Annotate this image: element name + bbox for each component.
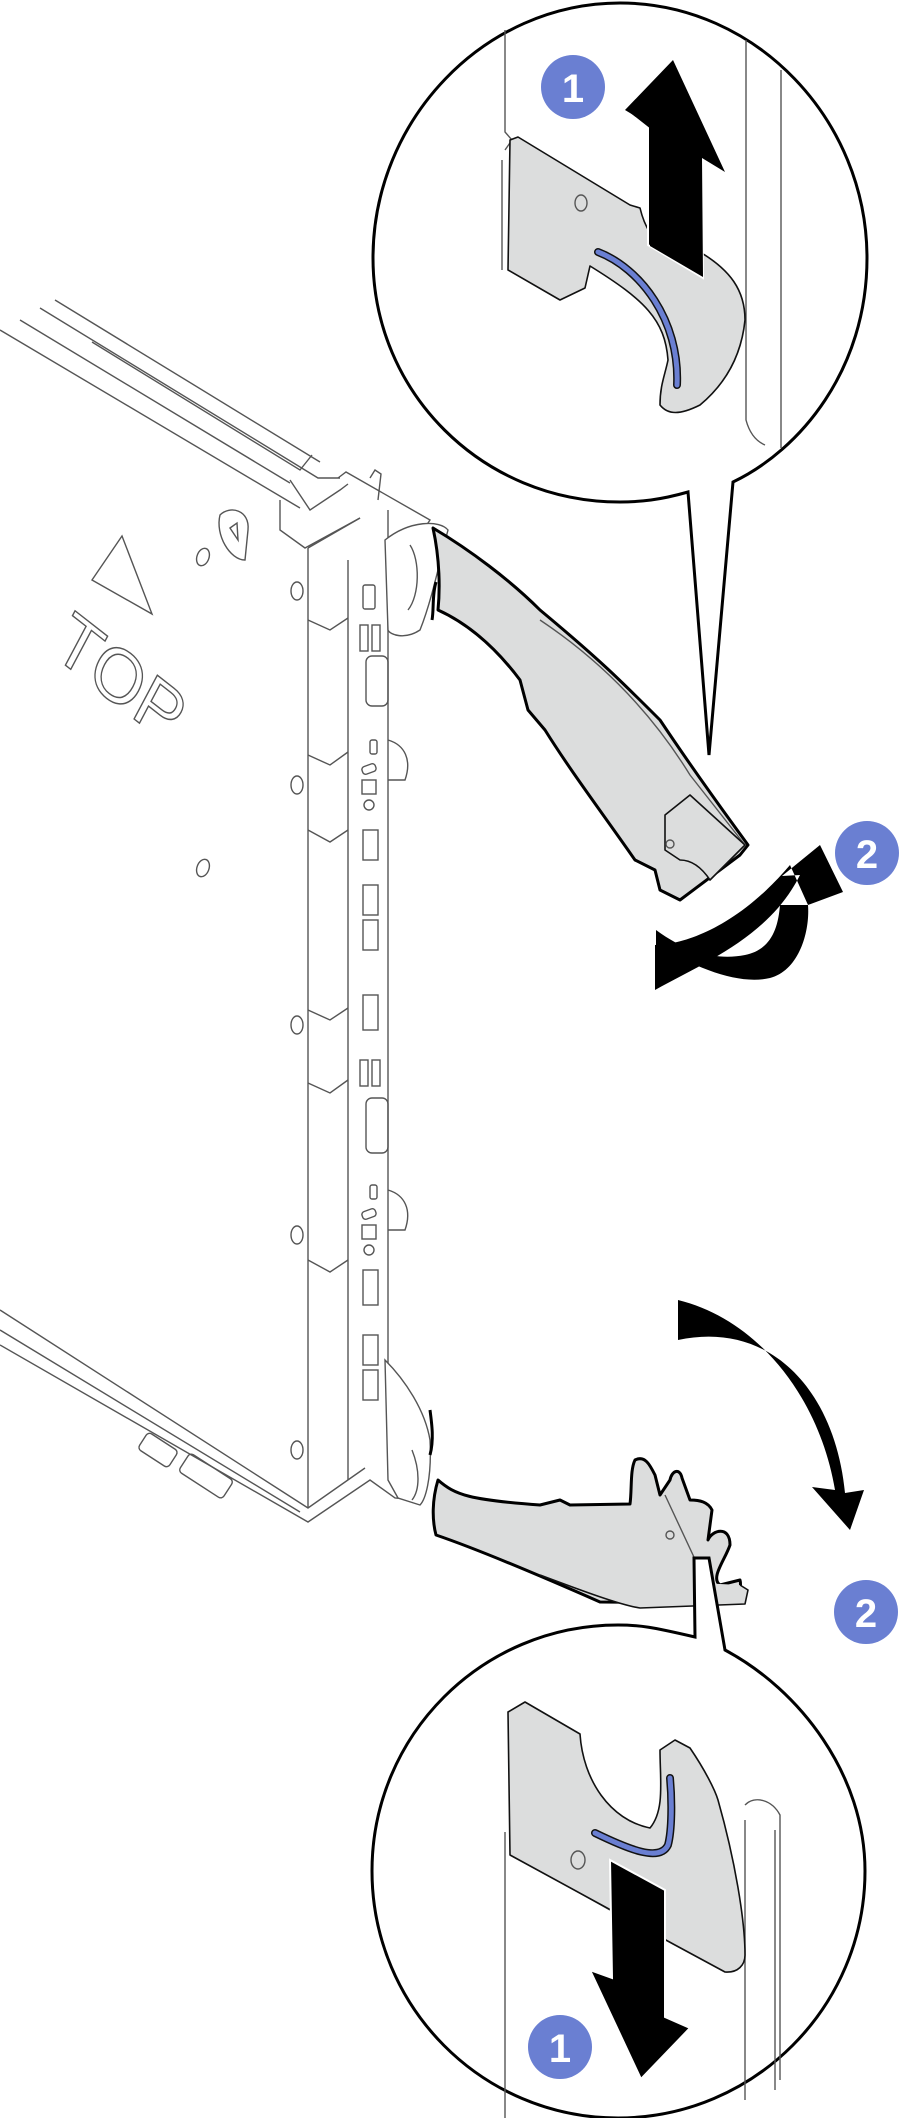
lower-latch-highlight [592, 1775, 674, 1856]
svg-text:1: 1 [549, 2027, 571, 2071]
step-1-badge-top: 1 [541, 55, 605, 119]
upper-detail-callout: 1 [371, 1, 869, 756]
svg-text:2: 2 [855, 1592, 877, 1636]
server-node-chassis: TOP [0, 299, 431, 1523]
upper-handle-rotate-arrow-body [656, 905, 809, 980]
step-2-badge-top: 2 [835, 821, 899, 885]
step-1-badge-bottom: 1 [528, 2015, 592, 2079]
svg-text:1: 1 [562, 67, 584, 111]
lower-handle-rotate-arrow [678, 1300, 864, 1530]
latch-down-arrow[interactable] [588, 1858, 692, 2081]
upper-release-handle[interactable] [384, 522, 750, 902]
lower-detail-callout: 1 [370, 1556, 867, 2118]
step-2-badge-bottom: 2 [834, 1580, 898, 1644]
chassis-top-label: TOP [43, 597, 198, 760]
rear-io-ports [359, 584, 389, 1401]
top-arrow-marking [90, 534, 154, 616]
svg-text:2: 2 [856, 833, 878, 877]
